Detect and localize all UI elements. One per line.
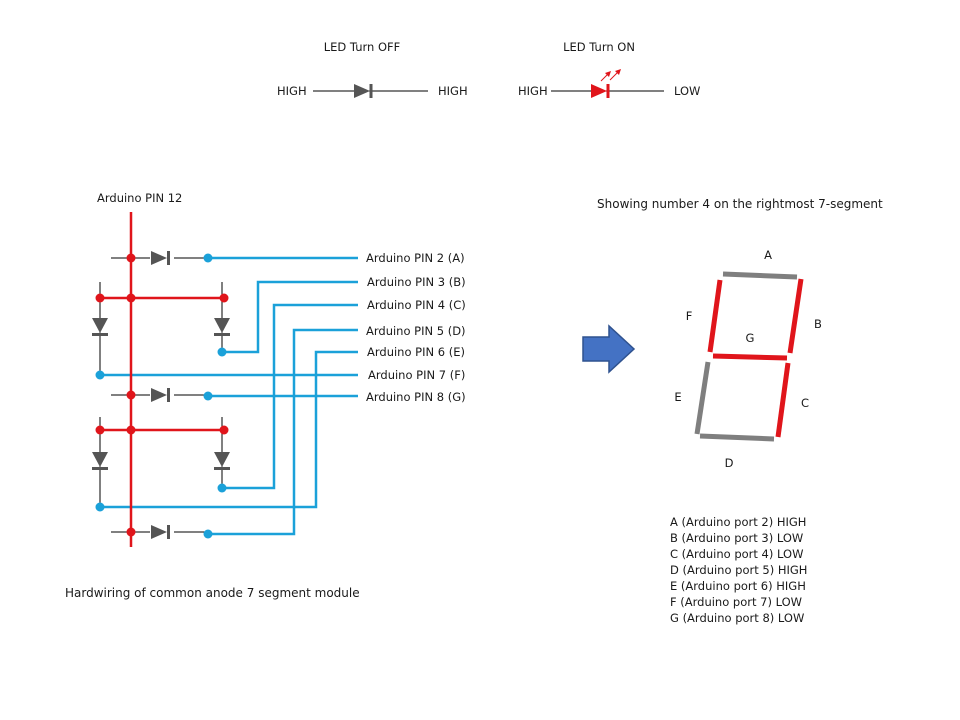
status-line-a: A (Arduino port 2) HIGH [670, 515, 807, 529]
diode-b-icon [214, 318, 230, 336]
pin-label-c: Arduino PIN 4 (C) [367, 298, 466, 312]
status-line-c: C (Arduino port 4) LOW [670, 547, 804, 561]
segment-letter-f: F [686, 309, 693, 323]
segment-letter-a: A [764, 248, 772, 262]
legend-off-title: LED Turn OFF [324, 40, 401, 54]
segment-g [712, 353, 788, 361]
diode-e-icon [92, 452, 108, 470]
legend-on-left-state: HIGH [518, 84, 548, 98]
status-line-d: D (Arduino port 5) HIGH [670, 563, 808, 577]
led-on-diode-icon [591, 69, 621, 98]
right-arrow-icon [582, 324, 636, 374]
segment-letter-b: B [814, 317, 822, 331]
anode-bus [100, 212, 224, 547]
segment-letter-c: C [801, 396, 809, 410]
pin-label-b: Arduino PIN 3 (B) [367, 275, 466, 289]
pin-label-a: Arduino PIN 2 (A) [366, 251, 465, 265]
legend-off-right-state: HIGH [438, 84, 468, 98]
wiring-caption: Hardwiring of common anode 7 segment mod… [65, 586, 360, 600]
segment-d [699, 433, 775, 442]
segment-diodes [92, 251, 230, 539]
legend-off-left-state: HIGH [277, 84, 307, 98]
legend-on-title: LED Turn ON [563, 40, 635, 54]
pin-label-g: Arduino PIN 8 (G) [366, 390, 466, 404]
pin-label-d: Arduino PIN 5 (D) [366, 324, 466, 338]
segment-letters: A B C D E F G [674, 248, 822, 470]
diode-a-icon [151, 251, 170, 265]
segment-b [787, 278, 804, 354]
anode-junctions [95, 253, 229, 537]
led-off-diode-icon [354, 84, 373, 98]
cathode-junctions [95, 253, 227, 539]
legend-on-right-state: LOW [674, 84, 700, 98]
status-line-e: E (Arduino port 6) HIGH [670, 579, 806, 593]
display-title: Showing number 4 on the rightmost 7-segm… [597, 197, 883, 211]
pin-labels: Arduino PIN 2 (A) Arduino PIN 3 (B) Ardu… [366, 251, 466, 404]
pin-label-e: Arduino PIN 6 (E) [367, 345, 465, 359]
status-line-f: F (Arduino port 7) LOW [670, 595, 803, 609]
diode-f-icon [92, 318, 108, 336]
segment-letter-g: G [746, 331, 755, 345]
segment-letter-e: E [674, 390, 681, 404]
segment-status-list: A (Arduino port 2) HIGH B (Arduino port … [670, 514, 807, 626]
segment-f [707, 279, 723, 353]
segment-e [694, 361, 711, 435]
status-line-b: B (Arduino port 3) LOW [670, 531, 804, 545]
status-line-g: G (Arduino port 8) LOW [670, 611, 805, 625]
legend-led-on: LED Turn ON HIGH LOW [518, 40, 700, 98]
segment-c [775, 362, 791, 438]
legend-led-off: LED Turn OFF HIGH HIGH [277, 40, 468, 98]
segment-a [722, 271, 798, 280]
seven-segment-display [694, 271, 804, 442]
arduino-pin-12-label: Arduino PIN 12 [97, 191, 182, 205]
cathode-wires [100, 256, 358, 536]
diode-c-icon [214, 452, 230, 470]
pin-label-f: Arduino PIN 7 (F) [368, 368, 465, 382]
diode-d-icon [151, 525, 170, 539]
diode-g-icon [151, 388, 170, 402]
segment-letter-d: D [725, 456, 734, 470]
